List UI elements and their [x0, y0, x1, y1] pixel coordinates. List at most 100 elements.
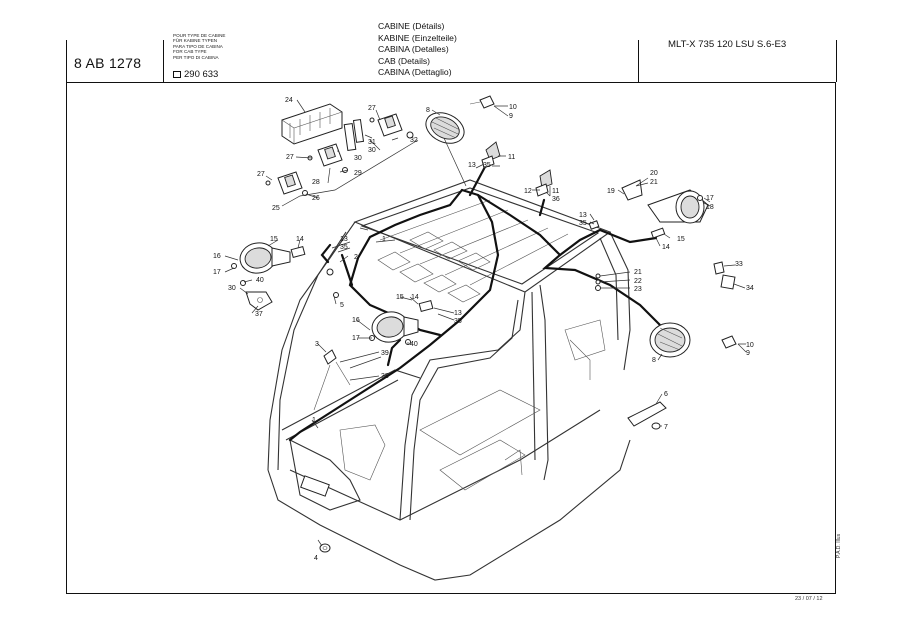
callout-19: 19 [607, 188, 615, 195]
callout-35-left: 35 [340, 244, 348, 251]
revision-date: 23 / 07 / 12 [795, 596, 823, 602]
front-work-lamp-left [231, 242, 306, 311]
cab-type-number: 290 633 [184, 69, 219, 80]
callout-25: 25 [272, 205, 280, 212]
type-label-es: PARA TIPO DE CABINA [173, 43, 223, 49]
callout-35-top: 35 [483, 162, 491, 169]
callout-40-mid: 40 [410, 341, 418, 348]
header-left-rule [66, 40, 67, 82]
bracket-parts [713, 261, 736, 290]
callout-13-left: 13 [340, 236, 348, 243]
type-label-it: PER TIPO DI CABINA [173, 54, 219, 60]
illustration-note: P.A.D. Illus [836, 533, 842, 558]
callout-14-left: 14 [296, 236, 304, 243]
callout-7: 7 [664, 424, 668, 431]
title-es: CABINA (Detalles) [378, 44, 449, 54]
callout-1-low: 1 [312, 417, 316, 424]
callout-3: 3 [315, 341, 319, 348]
callout-13-right: 13 [579, 212, 587, 219]
callout-29: 29 [354, 170, 362, 177]
callout-labels: 24 27 31 30 32 27 28 29 30 27 26 25 8 10… [213, 97, 754, 562]
switch-panel-24 [281, 103, 343, 145]
callout-6: 6 [664, 391, 668, 398]
wiring-harness [288, 163, 662, 442]
callout-8-rear: 8 [652, 357, 656, 364]
callout-5: 5 [340, 302, 344, 309]
callout-16-left: 16 [213, 253, 221, 260]
front-work-lamp-right [369, 299, 434, 345]
header-divider-2 [638, 40, 639, 82]
callout-22: 22 [634, 278, 642, 285]
callout-15-right: 15 [677, 236, 685, 243]
callout-34: 34 [746, 285, 754, 292]
title-fr: CABINE (Détails) [378, 21, 445, 31]
grommet [319, 543, 331, 553]
callout-31: 31 [368, 139, 376, 146]
callout-30-low: 30 [228, 285, 236, 292]
callout-8-top: 8 [426, 107, 430, 114]
callout-2: 2 [354, 254, 358, 261]
callout-36: 36 [552, 196, 560, 203]
rocker-switch-group [265, 113, 414, 196]
callout-1-top: 1 [382, 236, 386, 243]
callout-39: 39 [381, 350, 389, 357]
callout-37: 37 [255, 311, 263, 318]
callout-40-left: 40 [256, 277, 264, 284]
title-de: KABINE (Einzelteile) [378, 32, 457, 43]
leader-lines [224, 99, 747, 547]
interior-light [627, 401, 667, 430]
cab-type-box: POUR TYPE DE CABINE FÜR KABINE TYPEN PAR… [173, 33, 231, 81]
callout-35-mid: 35 [454, 318, 462, 325]
callout-28: 28 [312, 179, 320, 186]
fasteners [326, 268, 601, 298]
callout-32: 32 [410, 137, 418, 144]
speaker-grille-rear [649, 322, 737, 358]
callout-38: 38 [381, 373, 389, 380]
callout-16-mid: 16 [352, 317, 360, 324]
callout-33: 33 [735, 261, 743, 268]
document-number: 8 AB 1278 [74, 55, 142, 71]
callout-10-rear: 10 [746, 342, 754, 349]
callout-9-rear: 9 [746, 350, 750, 357]
callout-21-right: 21 [634, 269, 642, 276]
callout-30-mid: 30 [354, 155, 362, 162]
callout-23: 23 [634, 286, 642, 293]
callout-9-top: 9 [509, 113, 513, 120]
callout-15-mid: 15 [396, 294, 404, 301]
callout-30: 30 [368, 147, 376, 154]
callout-11-top: 11 [508, 154, 515, 161]
cab-frame [267, 179, 631, 581]
header-right-rule [836, 40, 837, 82]
callout-12: 12 [524, 188, 532, 195]
callout-14-right: 14 [662, 244, 670, 251]
cable-clip [313, 349, 351, 411]
callout-10-top: 10 [509, 104, 517, 111]
callout-26: 26 [312, 195, 320, 202]
callout-4: 4 [314, 555, 318, 562]
callout-35-right: 35 [579, 220, 587, 227]
callout-17-left: 17 [213, 269, 221, 276]
type-label-en: FOR CAB TYPE [173, 49, 207, 55]
callout-27-mid: 27 [286, 154, 294, 161]
callout-11-mid: 11 [552, 188, 559, 195]
type-label-de: FÜR KABINE TYPEN [173, 38, 218, 44]
callout-24: 24 [285, 97, 293, 104]
callout-17-mid: 17 [352, 335, 360, 342]
header-divider-1 [163, 40, 164, 82]
callout-18: 18 [706, 204, 714, 211]
callout-13-top: 13 [468, 162, 476, 169]
bracket-icon [173, 71, 181, 78]
title-block: CABINE (Détails) KABINE (Einzelteile) CA… [378, 21, 457, 79]
callout-15-left: 15 [270, 236, 278, 243]
callout-27-low: 27 [257, 171, 265, 178]
callout-17-right: 17 [706, 195, 714, 202]
cab-type-reference: 290 633 [173, 69, 218, 80]
callout-21-top: 21 [650, 179, 658, 186]
callout-14-mid: 14 [411, 294, 419, 301]
callout-13-mid: 13 [454, 310, 462, 317]
title-it: CABINA (Dettaglio) [378, 67, 452, 77]
machine-model: MLT-X 735 120 LSU S.6-E3 [668, 39, 787, 50]
drawing-frame [66, 82, 836, 594]
